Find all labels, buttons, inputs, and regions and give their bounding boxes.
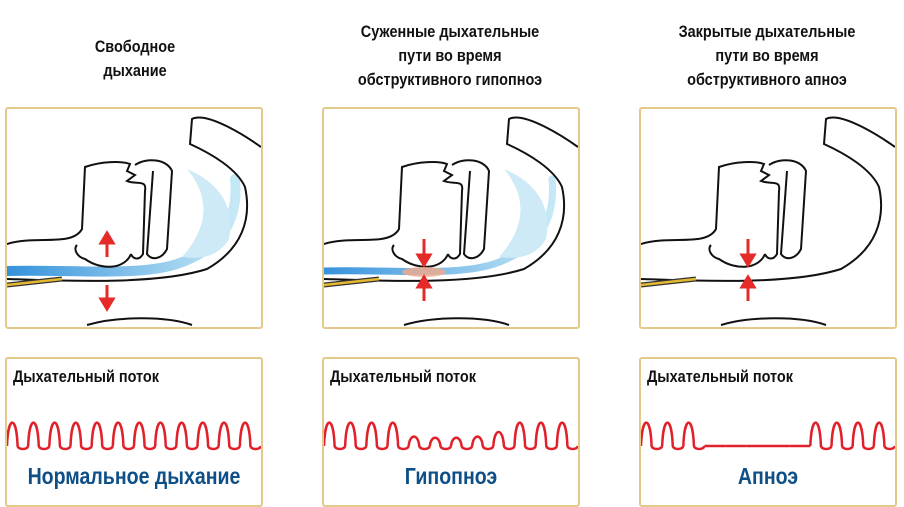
tongue-outline [391,244,449,268]
arrow-up-icon [98,230,116,257]
wave-cycle [153,421,178,451]
soft-palate-outline [768,159,808,260]
tube-fill [641,277,697,287]
wave-cycle [343,421,368,451]
face-palate-outline [641,161,781,260]
neck-outline [324,116,578,282]
breathing-waveform [7,421,261,451]
wave-cycle [386,421,410,451]
airflow [324,175,557,276]
wave-cycle [830,421,854,451]
airflow [7,174,241,277]
wave-cycle [48,421,72,451]
airway-illustration-narrowed [322,107,580,329]
wave-cycle [851,421,876,451]
wave-cycle [90,421,115,451]
flow-panel-apnea: Дыхательный поток Апноэ [639,357,897,507]
arrow-down-icon [98,285,116,312]
arrow-up-icon [415,274,433,301]
result-label: Гипопноэ [404,463,498,489]
body-outline [86,317,193,326]
airflow-pharynx [499,169,548,258]
wave-cycle [555,421,578,451]
wave-cycle [26,421,51,451]
obstruction-area [402,267,446,277]
wave-cycle [132,421,157,451]
tube-fill [324,277,380,287]
wave-cycle [324,421,347,451]
head-airway-drawing [324,116,578,326]
airway-illustration-closed [639,107,897,329]
wave-cycle [534,421,559,451]
head-airway-drawing [7,116,261,326]
tube-fill [7,277,63,287]
breathing-waveform [641,421,895,451]
wave-cycle [407,435,432,451]
head-airway-drawing [641,116,895,326]
soft-palate-outline [134,159,174,260]
result-label: Нормальное дыхание [27,463,241,489]
wave-cycle [872,421,895,451]
wave-cycle [7,421,30,451]
wave-cycle [69,421,93,451]
wave-cycle [641,421,664,451]
airflow-pharynx [182,169,231,258]
flow-panel-hypopnea: Дыхательный поток Гипопноэ [322,357,580,507]
wave-cycle [175,421,199,451]
body-outline [403,317,510,326]
wave-cycle [492,430,516,451]
soft-palate-outline [451,159,491,260]
wave-cycle [682,421,706,451]
wave-cycle [111,421,136,451]
wave-cycle [513,421,537,451]
result-label: Апноэ [737,463,799,489]
wave-cycle [196,421,220,451]
flow-label: Дыхательный поток [647,367,794,386]
arrow-down-icon [415,239,433,268]
wave-cycle [428,436,453,451]
wave-cycle [660,421,685,451]
airway-illustration-open [5,107,263,329]
neck-outline [641,116,895,282]
neck-outline [7,116,261,282]
wave-cycle [217,421,242,451]
arrow-down-icon [739,239,757,268]
face-palate-outline [324,161,464,260]
wave-cycle [809,421,833,451]
tongue-outline [74,244,132,268]
wave-cycle [365,421,389,451]
body-outline [720,317,827,326]
breathing-waveform [324,421,578,451]
tongue-outline [708,244,766,268]
wave-cycle [449,436,474,451]
arrow-up-icon [739,274,757,301]
wave-cycle [470,435,495,451]
wave-cycle [238,421,261,451]
flow-label: Дыхательный поток [13,367,160,386]
flow-panel-normal: Дыхательный поток Нормальное дыхание [5,357,263,507]
face-palate-outline [7,161,147,260]
flow-label: Дыхательный поток [330,367,477,386]
